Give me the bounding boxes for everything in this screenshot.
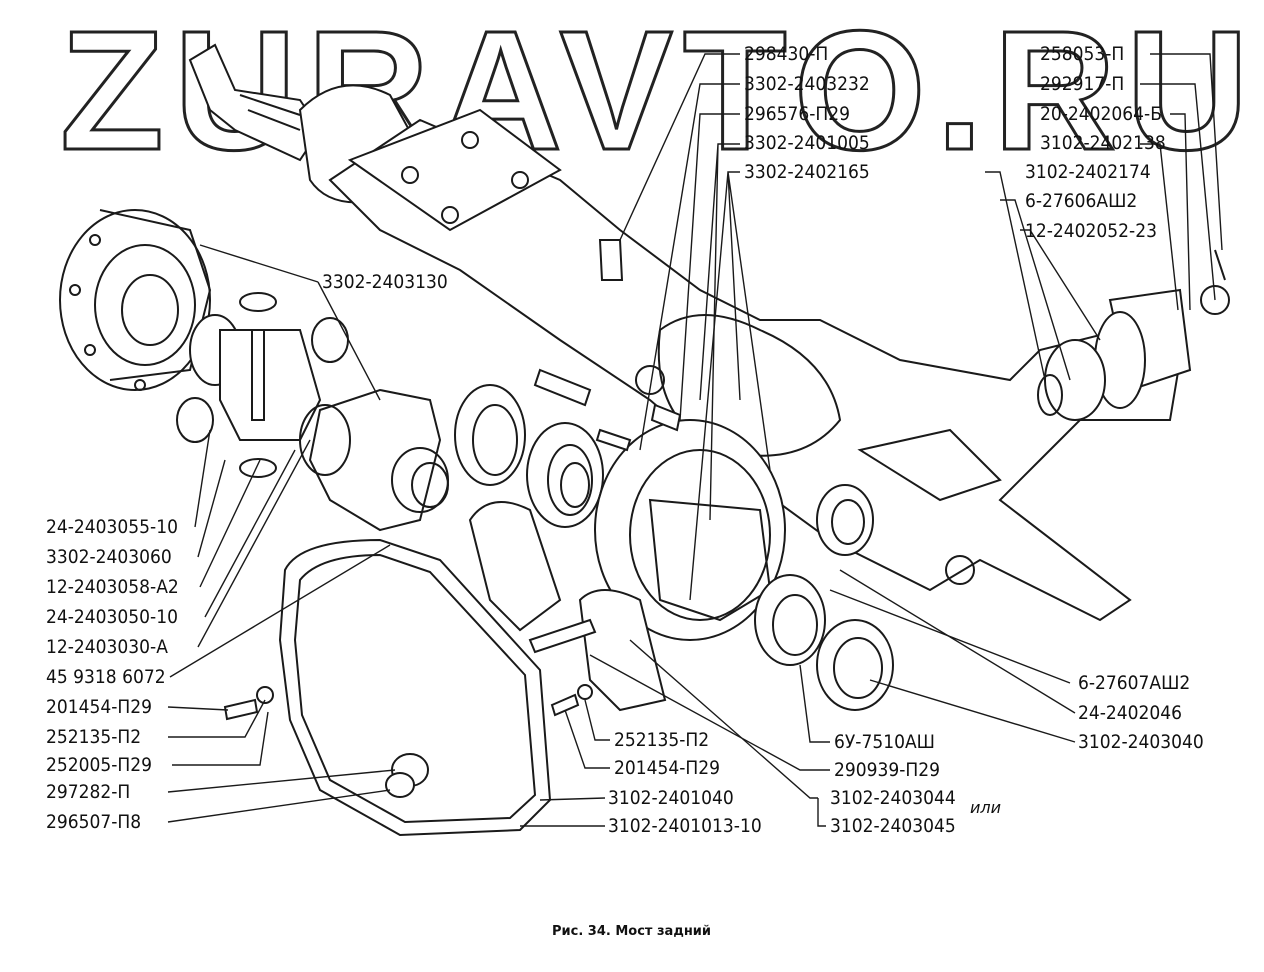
or-note: или <box>970 798 1002 817</box>
part-label: 24-2403055-10 <box>46 516 178 538</box>
part-label: 296576-П29 <box>744 103 851 125</box>
part-label: 292917-П <box>1040 73 1125 95</box>
part-label: 3102-2401013-10 <box>608 815 762 837</box>
bearing-cap <box>468 501 667 712</box>
diff-case-left <box>59 209 212 391</box>
part-label: 12-2403058-А2 <box>46 576 179 598</box>
diff-gears <box>176 292 349 478</box>
part-label: 6-27606АШ2 <box>1025 190 1138 212</box>
part-label: 297282-П <box>46 781 131 803</box>
part-label: 201454-П29 <box>46 696 153 718</box>
part-label: 3102-2403044 <box>830 787 956 809</box>
part-label: 298430-П <box>744 43 829 65</box>
part-label: 3102-2403040 <box>1078 731 1204 753</box>
part-label: 12-2402052-23 <box>1025 220 1157 242</box>
part-label: 3102-2402138 <box>1040 132 1166 154</box>
part-label: 3102-2401040 <box>608 787 734 809</box>
part-label: 201454-П29 <box>614 757 721 779</box>
part-label: 3102-2402174 <box>1025 161 1151 183</box>
bearings <box>454 384 604 528</box>
hub-parts <box>533 239 1230 452</box>
part-label: 24-2402046 <box>1078 702 1183 724</box>
watermark: ZURAVTO.RU <box>59 0 1259 186</box>
part-label: 3302-2403130 <box>322 271 448 293</box>
part-label: 3102-2403045 <box>830 815 956 837</box>
part-label: 3302-2402165 <box>744 161 870 183</box>
part-label: 296507-П8 <box>46 811 142 833</box>
part-label: 252135-П2 <box>46 726 142 748</box>
part-label: 12-2403030-А <box>46 636 168 658</box>
ring-gear <box>594 419 894 711</box>
part-label: 45 9318 6072 <box>46 666 166 688</box>
part-label: 6У-7510АШ <box>834 731 935 753</box>
part-label: 252135-П2 <box>614 729 710 751</box>
part-label: 3302-2403060 <box>46 546 172 568</box>
part-label: 290939-П29 <box>834 759 941 781</box>
diff-case-right <box>299 388 449 532</box>
part-label: 3302-2401005 <box>744 132 870 154</box>
rear-cover <box>223 538 593 837</box>
part-label: 24-2403050-10 <box>46 606 178 628</box>
part-label: 258053-П <box>1040 43 1125 65</box>
part-label: 252005-П29 <box>46 754 153 776</box>
part-label: 20-2402064-Б <box>1040 103 1162 125</box>
part-label: 6-27607АШ2 <box>1078 672 1191 694</box>
figure-caption: Рис. 34. Мост задний <box>552 924 712 939</box>
part-label: 3302-2403232 <box>744 73 870 95</box>
